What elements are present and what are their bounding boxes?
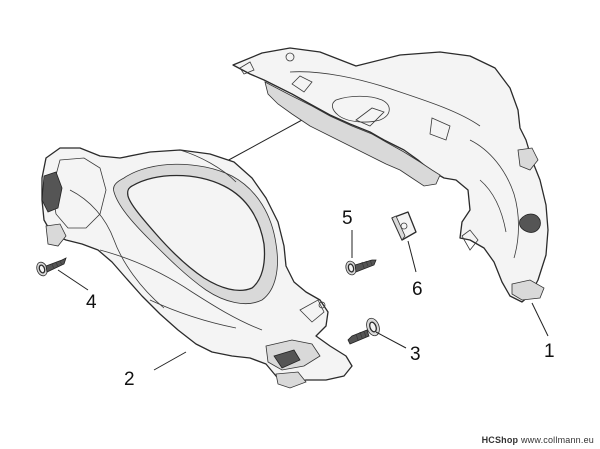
leader-lines: [57, 230, 549, 371]
screw-large: [347, 317, 380, 345]
callout-3: 3: [410, 344, 421, 365]
clip-nut: [391, 211, 417, 241]
callout-6: 6: [412, 279, 423, 300]
watermark-url: www.collmann.eu: [520, 435, 594, 445]
watermark-brand: HCShop: [481, 435, 519, 445]
alignment-line: [224, 119, 303, 163]
front-handlebar-cover: [41, 147, 353, 389]
rear-handlebar-cover: [232, 47, 549, 303]
watermark: HCShop www.collmann.eu: [482, 435, 594, 445]
screw-middle: [345, 259, 377, 276]
callout-1: 1: [544, 341, 555, 362]
screw-left: [36, 257, 67, 277]
callout-5: 5: [342, 208, 353, 229]
callout-2: 2: [124, 369, 135, 390]
callout-4: 4: [86, 292, 97, 313]
